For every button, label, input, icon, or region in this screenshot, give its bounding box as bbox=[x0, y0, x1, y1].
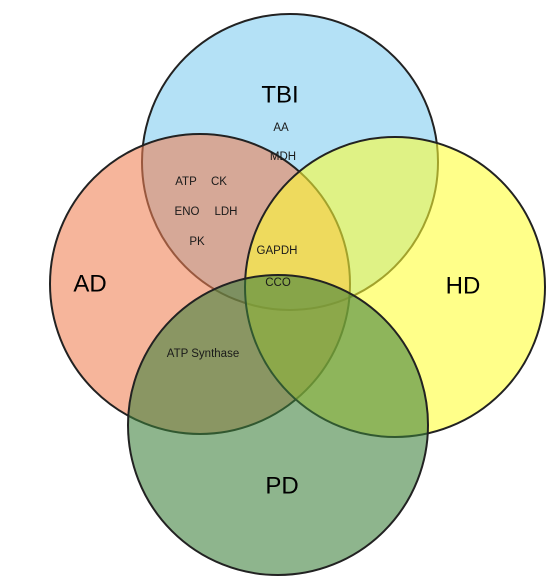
item-atp-synthase: ATP Synthase bbox=[167, 348, 239, 360]
item-labels: AA MDH ATP CK ENO LDH PK GAPDH CCO ATP S… bbox=[167, 122, 298, 360]
item-ck: CK bbox=[211, 176, 227, 188]
set-label-pd: PD bbox=[265, 473, 298, 500]
item-pk: PK bbox=[189, 236, 205, 248]
set-label-tbi: TBI bbox=[261, 82, 298, 109]
item-eno: ENO bbox=[175, 206, 200, 218]
item-ldh: LDH bbox=[214, 206, 237, 218]
item-mdh: MDH bbox=[270, 151, 296, 163]
set-label-hd: HD bbox=[446, 273, 481, 300]
item-atp: ATP bbox=[175, 176, 197, 188]
item-cco: CCO bbox=[265, 277, 291, 289]
item-aa: AA bbox=[273, 122, 289, 134]
set-label-ad: AD bbox=[73, 271, 106, 298]
set-labels: TBI AD HD PD bbox=[73, 82, 480, 500]
set-circles bbox=[49, 13, 546, 576]
circle-pd bbox=[127, 274, 429, 576]
item-gapdh: GAPDH bbox=[257, 245, 298, 257]
